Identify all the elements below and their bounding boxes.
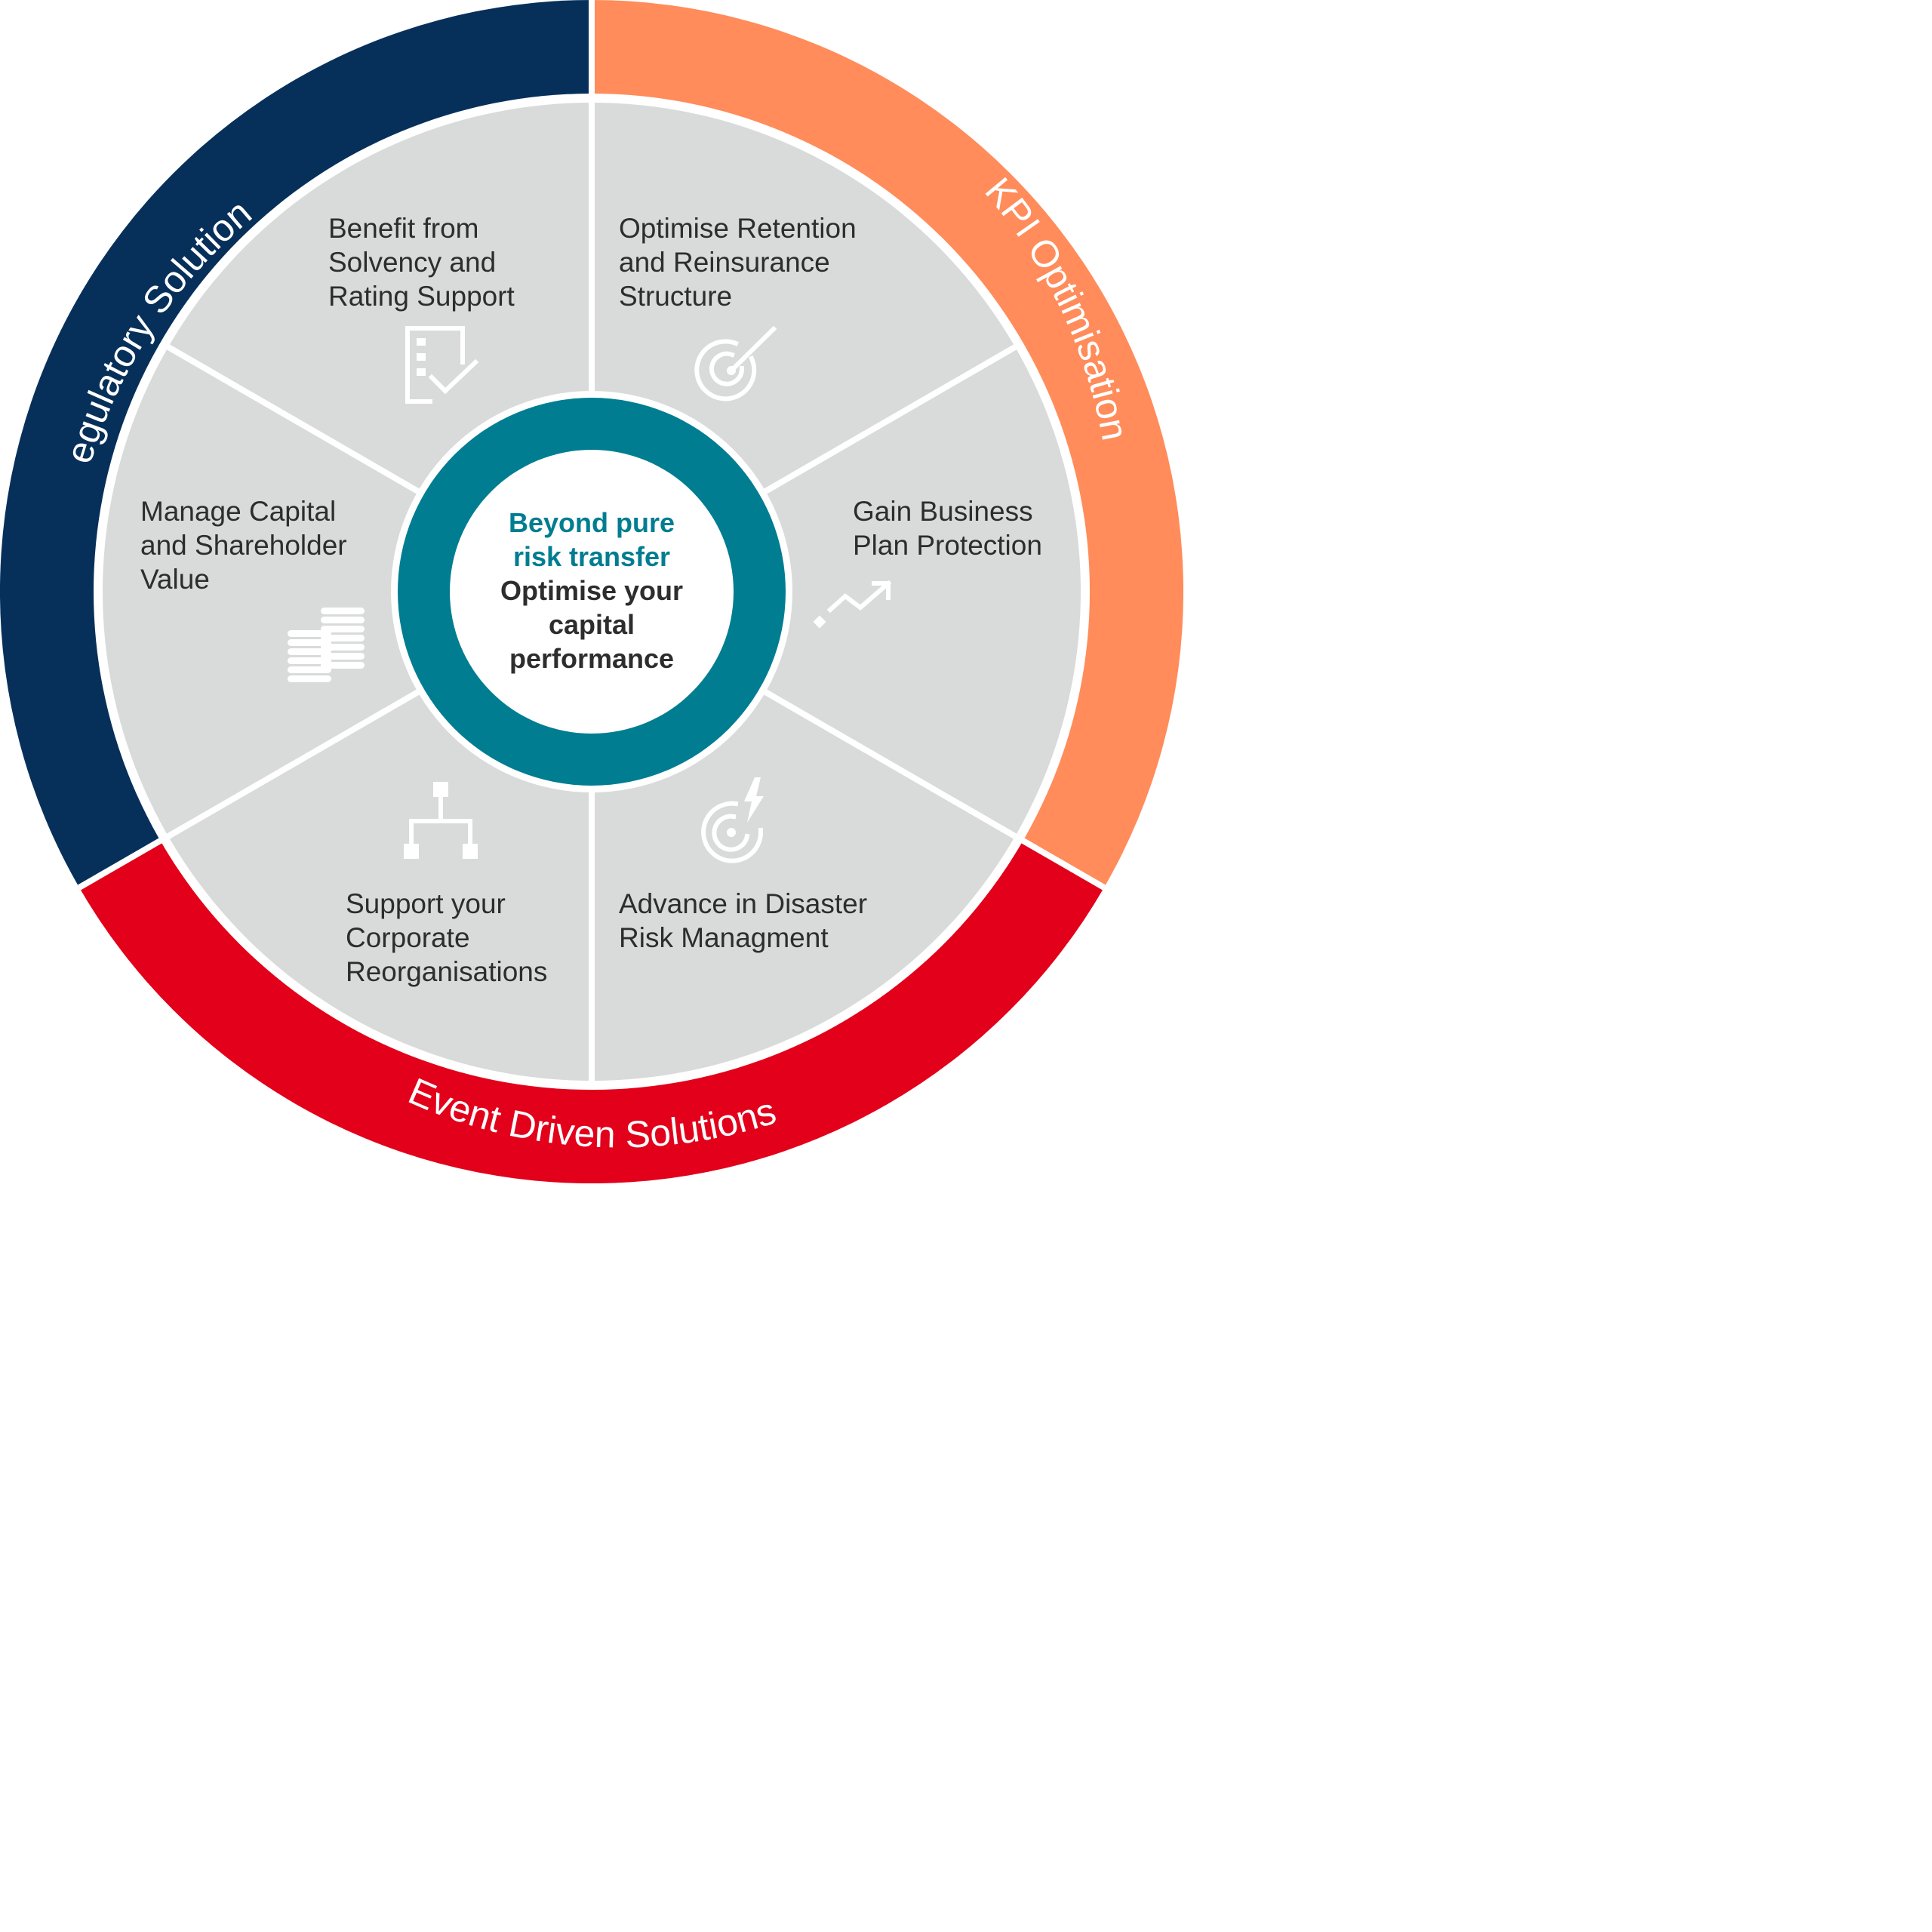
left-stack-coin [288, 657, 331, 664]
solvency-line-3: Rating Support [328, 281, 515, 312]
corporate-line-3: Reorganisations [346, 956, 547, 987]
right-stack-coin [321, 653, 365, 660]
center-subtitle-line-2: capital [549, 609, 635, 640]
center-subtitle-line-3: performance [509, 643, 674, 674]
capital-line-3: Value [140, 564, 210, 595]
capital-line-1: Manage Capital [140, 496, 336, 527]
corporate-line-2: Corporate [346, 922, 470, 953]
left-stack-coin [288, 675, 331, 682]
retention-line-1: Optimise Retention [619, 213, 857, 244]
center-title-line-2: risk transfer [513, 541, 670, 572]
right-stack-coin [321, 662, 365, 669]
right-stack-coin [321, 644, 365, 651]
right-stack-coin [321, 608, 365, 614]
retention-line-3: Structure [619, 281, 732, 312]
center-white-disc [450, 450, 734, 734]
disaster-line-1: Advance in Disaster [619, 888, 867, 919]
corporate-line-1: Support your [346, 888, 506, 919]
right-stack-coin [321, 626, 365, 632]
growth-arrow-icon [813, 580, 892, 629]
left-stack-coin [288, 639, 331, 646]
target-icon [694, 325, 777, 401]
left-stack-coin [288, 630, 331, 637]
segment-corporate: Support your Corporate Reorganisations [346, 782, 547, 987]
disaster-line-2: Risk Managment [619, 922, 829, 953]
segment-disaster: Advance in Disaster Risk Managment [619, 777, 867, 953]
checklist-icon [405, 326, 479, 404]
org-chart-icon [404, 782, 478, 859]
left-stack-coin [288, 648, 331, 655]
segment-capital: Manage Capital and Shareholder Value [140, 496, 365, 682]
segment-solvency: Benefit from Solvency and Rating Support [328, 213, 515, 404]
business-line-1: Gain Business [853, 496, 1033, 527]
business-line-2: Plan Protection [853, 530, 1042, 561]
center-title-line-1: Beyond pure [509, 507, 675, 538]
segment-retention: Optimise Retention and Reinsurance Struc… [619, 213, 857, 401]
left-stack-coin [288, 666, 331, 673]
right-stack-coin [321, 635, 365, 641]
right-stack-coin [321, 617, 365, 623]
solvency-line-2: Solvency and [328, 247, 496, 278]
segment-business: Gain Business Plan Protection [813, 496, 1042, 629]
retention-line-2: and Reinsurance [619, 247, 830, 278]
capital-wheel-diagram: Regulatory Solutions KPI Optimisation Ev… [0, 0, 1183, 1183]
capital-line-2: and Shareholder [140, 530, 347, 561]
target-lightning-icon [701, 777, 764, 863]
coins-icon [288, 608, 365, 682]
center-subtitle-line-1: Optimise your [500, 575, 683, 606]
solvency-line-1: Benefit from [328, 213, 478, 244]
